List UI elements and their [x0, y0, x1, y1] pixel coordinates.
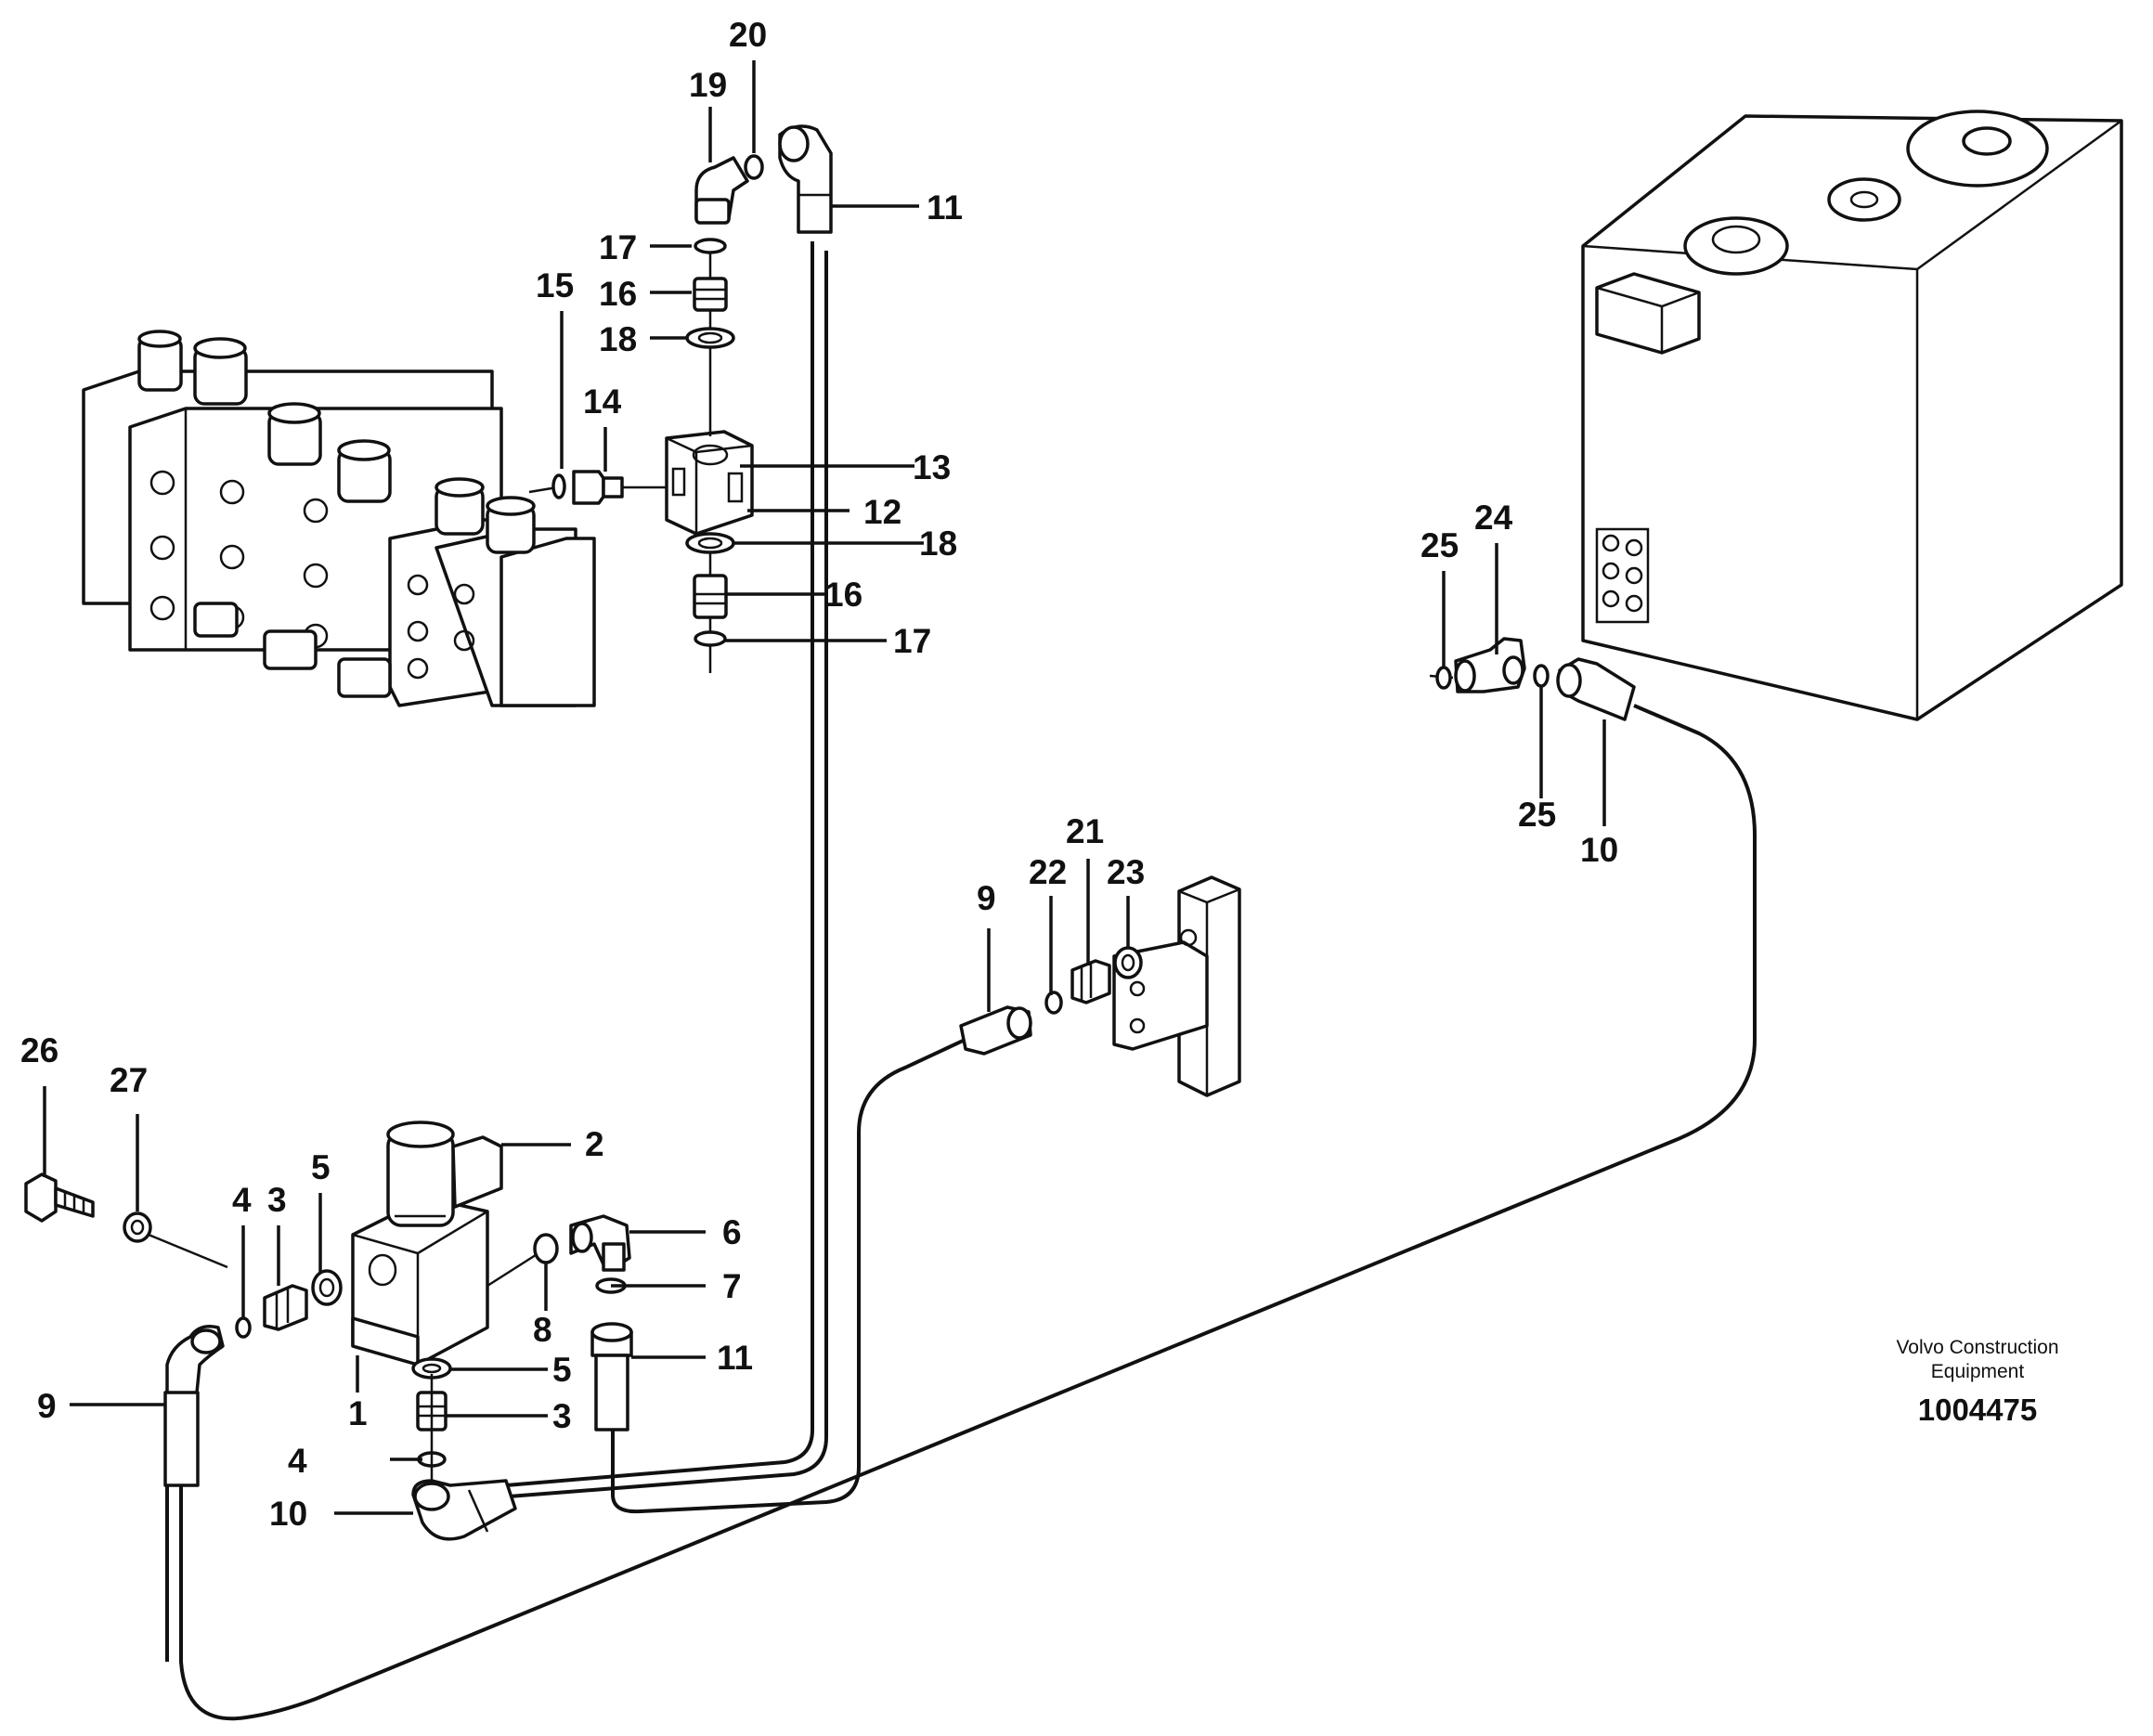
- leader-lines: [43, 60, 1606, 1515]
- tee-24: [1454, 637, 1526, 693]
- callout-20: 20: [729, 16, 767, 54]
- callout-27: 27: [110, 1061, 148, 1099]
- nipple-16-bottom: [693, 574, 728, 619]
- nipple-21: [1070, 959, 1111, 1004]
- hose-11-long-inner: [508, 251, 828, 1498]
- oring-25-left: [1435, 666, 1452, 690]
- oring-4-left: [235, 1316, 252, 1339]
- fitting-11-lower: [590, 1322, 633, 1432]
- control-valve-block: [82, 330, 596, 707]
- callout-5-upper: 5: [311, 1148, 331, 1186]
- callout-10-lower: 10: [269, 1495, 307, 1533]
- callout-16-lower: 16: [824, 576, 862, 614]
- fitting-10-tank: [1556, 657, 1636, 721]
- block-12: [665, 430, 754, 536]
- callout-10-tank: 10: [1580, 831, 1618, 869]
- callout-3-lower: 3: [552, 1397, 572, 1435]
- callout-9-right: 9: [977, 879, 996, 917]
- callout-21: 21: [1066, 812, 1104, 850]
- callout-4-lower: 4: [288, 1442, 307, 1480]
- callout-14: 14: [583, 382, 622, 421]
- drawing-number: 1004475: [1918, 1393, 2037, 1427]
- nipple-16-top: [693, 277, 728, 312]
- washer-27: [123, 1211, 152, 1243]
- bracket-mount: [1112, 875, 1241, 1097]
- oring-17-top: [694, 238, 727, 254]
- callout-25-lower: 25: [1518, 796, 1556, 834]
- callout-18-lower: 18: [919, 525, 957, 563]
- callout-24: 24: [1474, 499, 1513, 537]
- callout-22: 22: [1029, 853, 1067, 891]
- callout-9-left: 9: [37, 1387, 57, 1425]
- callout-8: 8: [533, 1311, 552, 1349]
- elbow-10-bottom: [411, 1479, 517, 1541]
- seal-15: [551, 473, 566, 499]
- callout-17-lower: 17: [893, 622, 931, 660]
- elbow-19: [694, 156, 749, 225]
- callout-19: 19: [689, 66, 727, 104]
- elbow-9-left: [163, 1325, 225, 1487]
- callout-1: 1: [348, 1394, 368, 1432]
- oring-8: [533, 1233, 559, 1264]
- hose-9-to-tank: [179, 704, 1757, 1721]
- callout-2: 2: [585, 1125, 604, 1163]
- callout-13: 13: [913, 448, 951, 486]
- callout-26: 26: [20, 1031, 58, 1069]
- washer-23: [1113, 946, 1143, 979]
- callout-4-upper: 4: [232, 1181, 252, 1219]
- credit-block: Volvo Construction Equipment 1004475: [1896, 1337, 2058, 1427]
- callout-5-lower: 5: [552, 1351, 572, 1389]
- hydraulic-tank: [1581, 110, 2123, 721]
- callout-25-upper: 25: [1420, 526, 1459, 564]
- solenoid-coil-2: [386, 1121, 503, 1227]
- callout-11-lower: 11: [717, 1339, 753, 1377]
- callout-15: 15: [536, 266, 574, 304]
- fitting-14: [572, 470, 624, 505]
- nipple-3-left: [263, 1284, 308, 1331]
- washer-18-top: [685, 327, 735, 349]
- washer-5-left: [311, 1269, 343, 1306]
- oring-25-right: [1533, 664, 1550, 688]
- hose-9-upper: [611, 1033, 976, 1514]
- hose-11-long: [505, 241, 814, 1487]
- callout-23: 23: [1107, 853, 1145, 891]
- credit-line-2: Equipment: [1931, 1361, 2025, 1382]
- elbow-6: [569, 1214, 631, 1272]
- oring-20: [744, 154, 764, 180]
- washer-18-bottom: [685, 532, 735, 554]
- bolt-26: [24, 1172, 95, 1223]
- oring-17-bottom: [694, 630, 727, 647]
- callout-18-upper: 18: [599, 320, 637, 358]
- callout-12: 12: [863, 493, 901, 531]
- credit-line-1: Volvo Construction: [1896, 1337, 2058, 1358]
- hose-lines: [165, 241, 1757, 1721]
- fitting-9-right: [959, 1005, 1032, 1056]
- callout-17-upper: 17: [599, 228, 637, 266]
- callout-11-upper: 11: [927, 188, 963, 227]
- callout-6: 6: [722, 1213, 742, 1251]
- elbow-11-top: [778, 124, 833, 234]
- callout-16-upper: 16: [599, 275, 637, 313]
- callout-7: 7: [722, 1267, 742, 1305]
- callout-labels: 26 27 3 4 5 2 6 7 8 11 5 3 1 4 10 9 15 1…: [20, 16, 1618, 1533]
- callout-3-upper: 3: [267, 1181, 287, 1219]
- oring-22: [1044, 991, 1063, 1015]
